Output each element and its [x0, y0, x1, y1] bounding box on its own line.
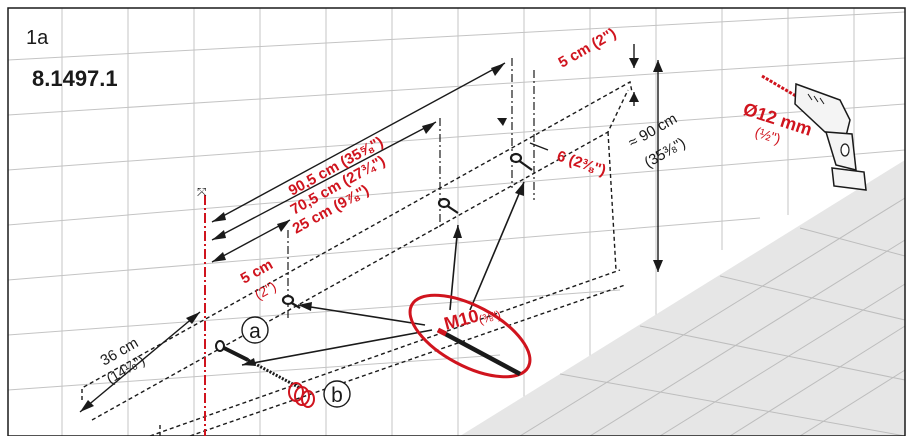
callout-b-label: b [331, 384, 343, 407]
callout-b: b [323, 380, 351, 408]
dimension-arrowheads [80, 58, 663, 412]
center-axis-symbol: ⤧ [197, 185, 207, 199]
anchor-hole-upper-mid [437, 197, 459, 214]
screw-a [215, 340, 301, 390]
article-number: 8.1497.1 [32, 66, 118, 91]
bolt-label: M10 [442, 305, 481, 333]
callout-a: a [241, 316, 269, 344]
frame-border [7, 7, 906, 436]
wall-tile-grid [7, 8, 906, 436]
dim-top-offset: 5 cm (2") [556, 25, 620, 72]
wall-anchor-holes [281, 152, 533, 309]
anchor-hole-upper-right [509, 152, 533, 171]
callout-a-label: a [249, 320, 261, 343]
dim-side-offset: 6 (2⅜") [555, 148, 608, 180]
dowel-b [288, 382, 315, 408]
bolt-highlight: M10 (⅜") [408, 293, 532, 379]
pointer-arrows [241, 181, 525, 366]
drill-diameter-in: (½") [753, 124, 783, 147]
dimension-lines [79, 44, 659, 413]
step-label: 1a [26, 27, 49, 49]
floor-area [460, 160, 906, 436]
bolt-size: (⅜") [477, 308, 502, 327]
anchor-hole-lower-left [281, 294, 301, 309]
construction-lines [287, 58, 535, 318]
drill-icon [761, 74, 867, 191]
